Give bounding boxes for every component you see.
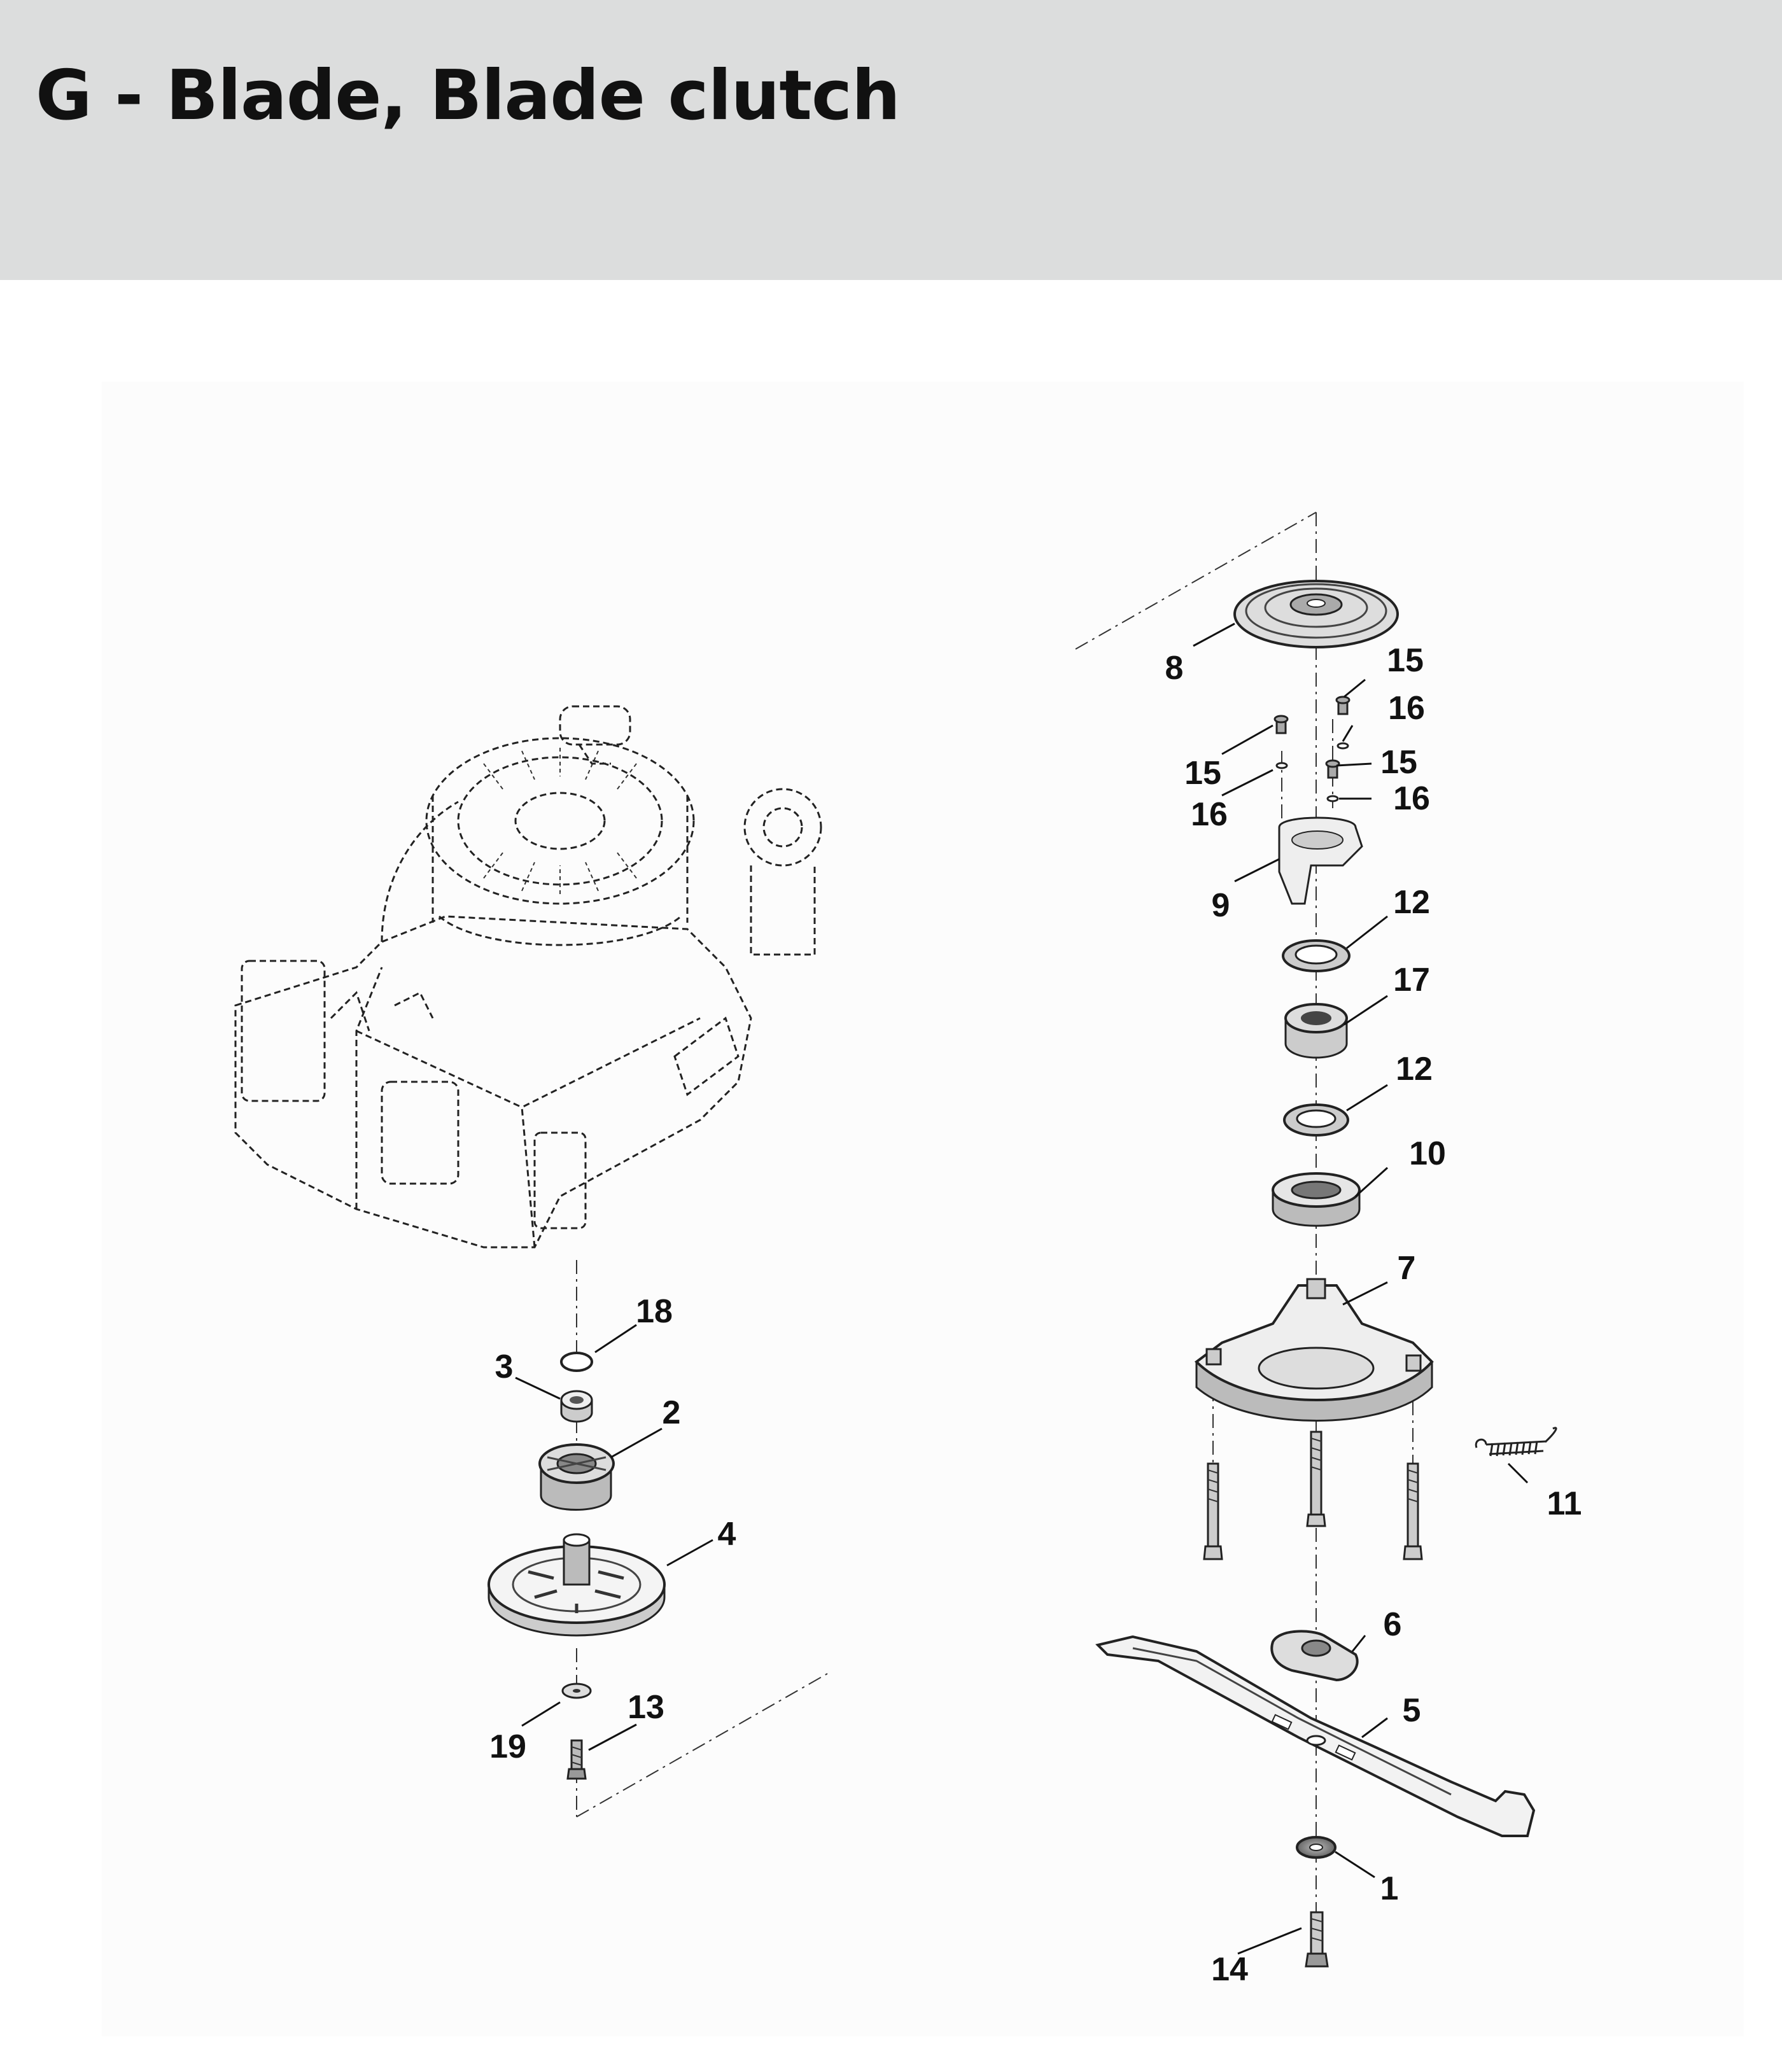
header-bar: G - Blade, Blade clutch <box>0 0 1782 280</box>
part-8-pulley <box>1233 580 1399 648</box>
part-4-pulley-disc <box>488 1533 666 1637</box>
callout-9: 9 <box>1212 887 1230 924</box>
part-5-mower-blade <box>1095 1635 1536 1837</box>
callout-13: 13 <box>628 1689 664 1726</box>
callout-15-right: 15 <box>1380 744 1417 781</box>
part-10-drive-cup <box>1272 1172 1361 1227</box>
part-14-blade-bolt <box>1305 1911 1329 1968</box>
callout-8: 8 <box>1165 650 1184 687</box>
part-12-seal-upper <box>1282 939 1351 972</box>
exploded-parts-diagram: 8 15 16 15 16 15 16 9 12 17 12 10 7 11 6… <box>234 512 1582 1988</box>
callout-3: 3 <box>495 1348 514 1385</box>
part-7-blade-carrier <box>1194 1278 1434 1422</box>
callout-16-left: 16 <box>1191 796 1228 833</box>
callout-10: 10 <box>1409 1135 1446 1172</box>
part-6-blade-adapter <box>1270 1630 1359 1682</box>
part-3-spacer <box>560 1390 593 1423</box>
callout-15-top-right: 15 <box>1387 642 1424 679</box>
callout-15-left: 15 <box>1184 755 1221 792</box>
part-19-washer <box>561 1683 592 1699</box>
page-title: G - Blade, Blade clutch <box>36 56 901 136</box>
part-15-screws <box>1273 696 1351 779</box>
part-12-seal-lower <box>1283 1103 1349 1137</box>
callout-16-top-right: 16 <box>1388 690 1425 727</box>
engine-fan-fins <box>483 748 637 894</box>
callout-18: 18 <box>636 1293 673 1330</box>
callout-12-upper: 12 <box>1393 884 1430 921</box>
leader-lines <box>515 622 1529 1955</box>
part-9-bracket <box>1278 816 1363 905</box>
callout-4: 4 <box>718 1516 736 1553</box>
part-17-bearing <box>1284 1003 1348 1059</box>
callout-12-lower: 12 <box>1396 1051 1433 1088</box>
callout-2: 2 <box>663 1394 681 1431</box>
diagram-panel: 8 15 16 15 16 15 16 9 12 17 12 10 7 11 6… <box>102 382 1744 2036</box>
callout-5: 5 <box>1403 1692 1421 1729</box>
callout-7: 7 <box>1398 1250 1416 1287</box>
right-axis-lines <box>1075 512 1414 1947</box>
callout-6: 6 <box>1384 1606 1402 1643</box>
part-11-spring <box>1475 1427 1557 1457</box>
callout-14: 14 <box>1211 1951 1248 1988</box>
part-1-lock-washer <box>1296 1836 1336 1859</box>
callout-1: 1 <box>1380 1870 1399 1907</box>
callout-16-right: 16 <box>1393 780 1430 817</box>
part-2-clutch-hub <box>538 1443 615 1511</box>
left-axis-lines <box>576 1260 828 1817</box>
part-18-o-ring <box>560 1352 593 1372</box>
carrier-bolt-threads <box>1207 1438 1419 1502</box>
part-16-washers <box>1275 742 1349 802</box>
part-13-bolt <box>566 1739 587 1780</box>
engine-illustration <box>234 705 822 1249</box>
callout-11: 11 <box>1547 1485 1582 1522</box>
callout-17: 17 <box>1393 962 1430 998</box>
callout-19: 19 <box>489 1728 526 1765</box>
carrier-bolts <box>1203 1431 1423 1560</box>
